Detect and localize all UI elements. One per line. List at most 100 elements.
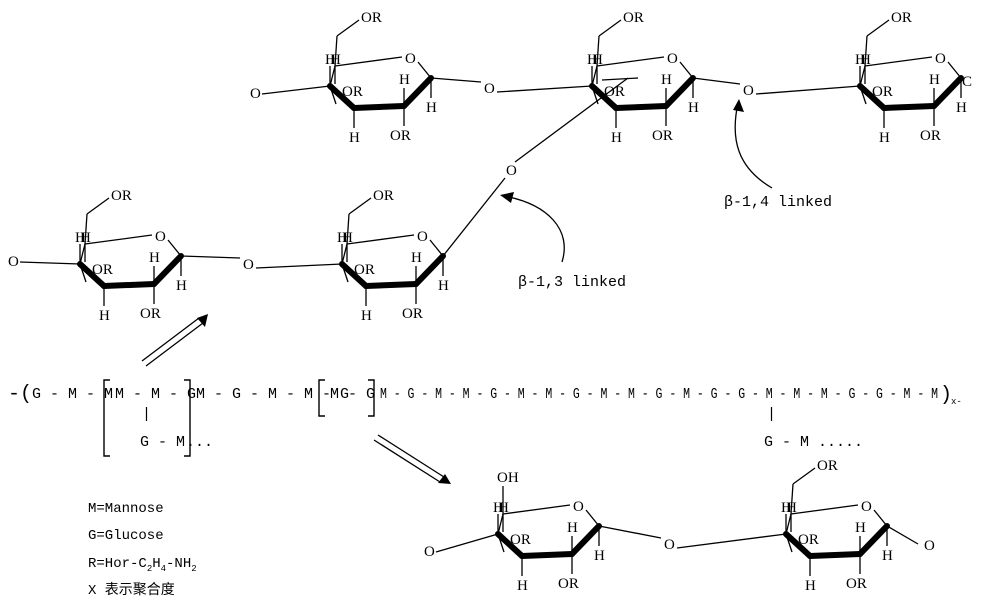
ring-oxygen-label: O: [573, 499, 584, 515]
c6-bond: [866, 19, 890, 37]
ring-bond: [790, 504, 859, 515]
glycosidic-bond: [180, 255, 241, 259]
c1-h-label: H: [176, 278, 187, 294]
branch-oxygen: O: [506, 163, 517, 179]
ring-bond-front: [519, 551, 575, 559]
branch-bracket-2: [318, 379, 375, 417]
c6-bond: [596, 35, 600, 67]
glycosidic-bond: [598, 525, 662, 539]
c6-bond: [598, 19, 622, 37]
terminal-oxygen: O: [424, 544, 435, 560]
glycosidic-oxygen: O: [243, 257, 254, 273]
branch-3-side: G - M .....: [764, 434, 863, 451]
c4-h-label: H: [325, 52, 336, 68]
ring-bond: [585, 509, 600, 527]
c5-h-label: H: [498, 500, 509, 516]
ring-bond-front: [327, 83, 357, 111]
ring-bond: [429, 239, 444, 257]
ring-bond-front: [495, 531, 525, 559]
c4-bond: [329, 85, 337, 105]
c4-or-label: OR: [604, 84, 625, 100]
c4-h-label: H: [781, 500, 792, 516]
c4-or-label: OR: [92, 262, 113, 278]
c6-bond: [864, 35, 868, 67]
glycosidic-bond: [430, 77, 482, 83]
c4-h-label: H: [493, 500, 504, 516]
partial-atom-label: C: [962, 74, 972, 90]
terminal-bond: [435, 533, 499, 553]
c6-or-label: OR: [817, 458, 838, 474]
glycosidic-bond: [692, 77, 741, 85]
branch-bond: [514, 77, 629, 163]
c4-bond: [79, 263, 87, 283]
c6-bond: [334, 35, 338, 67]
ring-bond-front: [613, 103, 669, 111]
ring-bond: [497, 513, 504, 535]
c1-h-label: H: [956, 100, 967, 116]
c6-bond: [348, 197, 372, 215]
c2-h-label: H: [929, 72, 940, 88]
c5-h-label: H: [860, 52, 871, 68]
double-arrow-down: [373, 434, 451, 484]
chain-open: -(: [8, 383, 32, 406]
branch-bond: [601, 77, 639, 81]
polymer-chain: -( G - M - M M - M - G | G - M ... M - G…: [8, 379, 962, 457]
c4-or-label: OR: [510, 532, 531, 548]
legend: M=Mannose G=Glucose R=Hor-C2H4-NH2 X 表示聚…: [88, 501, 197, 599]
c2-or-label: OR: [920, 128, 941, 144]
double-arrow-up: [141, 314, 208, 367]
c5-h-label: H: [330, 52, 341, 68]
ring-oxygen-label: O: [935, 51, 946, 67]
beta-1-4-label: β-1,4 linked: [724, 194, 832, 211]
ring-bond: [679, 61, 694, 79]
terminal-oxygen: O: [8, 254, 19, 270]
ring-bond: [785, 513, 792, 535]
beta-1-3-arrow: [503, 195, 565, 263]
branch-1-side: G - M: [140, 434, 185, 451]
beta-1-3-label: β-1,3 linked: [518, 274, 626, 291]
c2-h-label: H: [661, 72, 672, 88]
c4-h-label: H: [587, 52, 598, 68]
c6-or-label: OR: [891, 10, 912, 26]
ring-bond: [873, 509, 888, 527]
ring-bond-front: [881, 103, 937, 111]
c3-h-label: H: [99, 308, 110, 324]
glycosidic-oxygen: O: [484, 81, 495, 97]
ring-bond-front: [857, 523, 890, 557]
c6-bond: [346, 213, 350, 245]
ring-bond-front: [569, 523, 602, 557]
c1-h-label: H: [594, 548, 605, 564]
c2-or-label: OR: [558, 576, 579, 592]
ring-oxygen-label: O: [861, 499, 872, 515]
ring-bond: [167, 239, 182, 257]
branch-3-bar: |: [767, 406, 776, 423]
ring-bond-front: [857, 83, 887, 111]
chain-seq-3: M - G - M - M - G - M - M - G - M - M - …: [380, 386, 938, 403]
branch-1-dots: ...: [186, 434, 213, 451]
c2-or-label: OR: [846, 576, 867, 592]
legend-r-group: R=Hor-C2H4-NH2: [88, 556, 197, 574]
c6-or-label: OR: [361, 10, 382, 26]
ring-bond-front: [351, 103, 407, 111]
glycosidic-oxygen: O: [664, 537, 675, 553]
c4-h-label: H: [75, 230, 86, 246]
ring-bond-front: [363, 281, 419, 289]
ring-oxygen-label: O: [405, 51, 416, 67]
c2-h-label: H: [567, 520, 578, 536]
branch-1-main: M - M - G: [115, 386, 196, 403]
ring-bond: [859, 65, 866, 87]
chain-subscript: x-: [951, 397, 962, 407]
c6-or-label: OR: [623, 10, 644, 26]
terminal-bond: [886, 525, 919, 545]
legend-x: X 表示聚合度: [88, 582, 175, 599]
c3-h-label: H: [517, 578, 528, 594]
ring-bond-front: [589, 83, 619, 111]
c4-or-label: OR: [798, 532, 819, 548]
chain-seq-2: M - G - M - M - G: [196, 386, 349, 403]
beta-1-4-arrow: [734, 102, 773, 189]
